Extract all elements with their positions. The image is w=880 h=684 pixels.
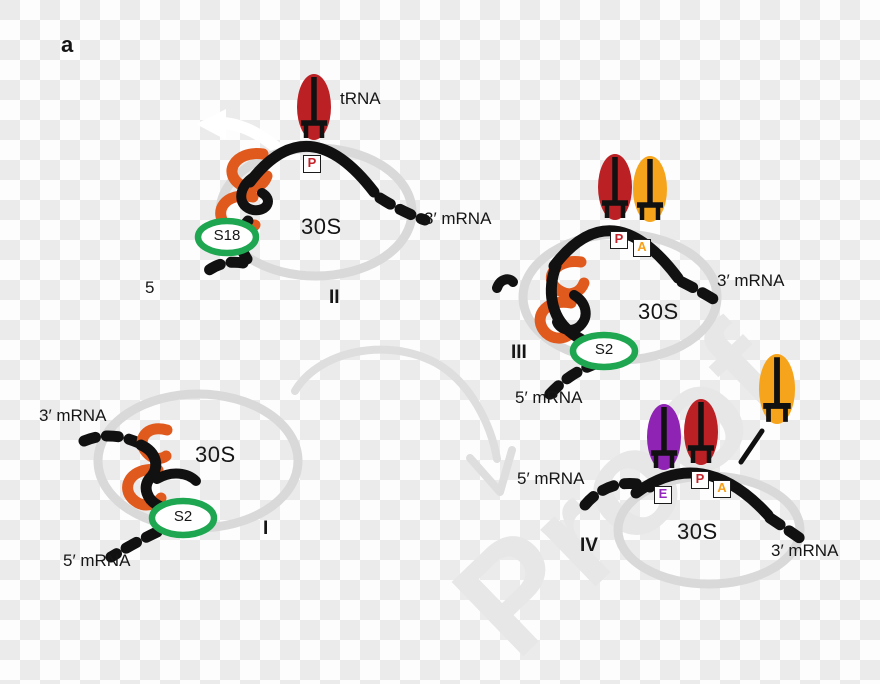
mrna-5prime-dashes-state2 xyxy=(197,256,249,281)
transition-arrow xyxy=(291,345,501,463)
mrna-3prime-dashes-state4 xyxy=(764,512,810,547)
state-numeral-1: I xyxy=(263,518,269,539)
a-site-box-state4: A xyxy=(713,480,731,498)
mrna-loop-state2 xyxy=(236,173,273,216)
trna-a-site-state3 xyxy=(633,156,667,222)
p-site-box-state2: P xyxy=(303,155,321,173)
subunit-label-state2: 30S xyxy=(301,214,342,239)
mrna-3prime-dashes-state1 xyxy=(78,430,145,449)
state-numeral-3: III xyxy=(511,342,527,363)
mrna-dash-fragment xyxy=(492,274,518,293)
mrna-3prime-dashes-state3 xyxy=(676,276,726,309)
state-numeral-4: IV xyxy=(580,535,598,556)
subunit-label-state3: 30S xyxy=(638,299,679,324)
trna-e-site-state4 xyxy=(647,404,681,470)
p-site-box-state4: P xyxy=(691,471,709,489)
e-site-box-state4: E xyxy=(654,486,672,504)
trna-p-site-state2 xyxy=(297,74,331,140)
mrna-arc-state2 xyxy=(244,141,380,198)
trna-release-line xyxy=(738,428,765,465)
trna-departing-state4 xyxy=(759,354,795,424)
p-site-box-state3: P xyxy=(610,231,628,249)
panel-label: a xyxy=(61,32,74,57)
subunit-label-state1: 30S xyxy=(195,442,236,467)
mrna-5prime-dashes-state1 xyxy=(105,526,163,563)
mrna-3prime-label-state3: 3′ mRNA xyxy=(717,271,785,290)
a-site-box-state3: A xyxy=(633,239,651,257)
protein-s18-oval xyxy=(194,217,260,257)
mrna-3prime-label-state4: 3′ mRNA xyxy=(771,541,839,560)
protein-s2-label-state3: S2 xyxy=(594,341,614,358)
mrna-3prime-label-state2: 3′ mRNA xyxy=(424,209,492,228)
subunit-label-state4: 30S xyxy=(677,519,718,544)
mrna-5prime-label-state3: 5′ mRNA xyxy=(515,388,583,407)
protein-s18-label: S18 xyxy=(213,227,241,244)
mrna-5prime-label-state2: 5 xyxy=(145,278,155,297)
mrna-loop-state1 xyxy=(152,468,201,486)
trna-p-site-state4 xyxy=(684,399,718,465)
mrna-5prime-label-state1: 5′ mRNA xyxy=(63,551,131,570)
protein-s2-label-state1: S2 xyxy=(173,508,193,525)
state-numeral-2: II xyxy=(329,287,340,308)
white-arrowhead xyxy=(196,109,226,140)
transition-arrowhead xyxy=(466,446,516,496)
mrna-3prime-dashes-state2 xyxy=(374,192,431,226)
protein-s2-oval-state3 xyxy=(569,331,639,371)
mrna-3prime-label-state1: 3′ mRNA xyxy=(39,406,107,425)
protein-s2-oval-state1 xyxy=(148,497,218,539)
trna-p-site-state3 xyxy=(598,154,632,220)
mrna-5prime-label-state4: 5′ mRNA xyxy=(517,469,585,488)
trna-label: tRNA xyxy=(340,89,381,108)
